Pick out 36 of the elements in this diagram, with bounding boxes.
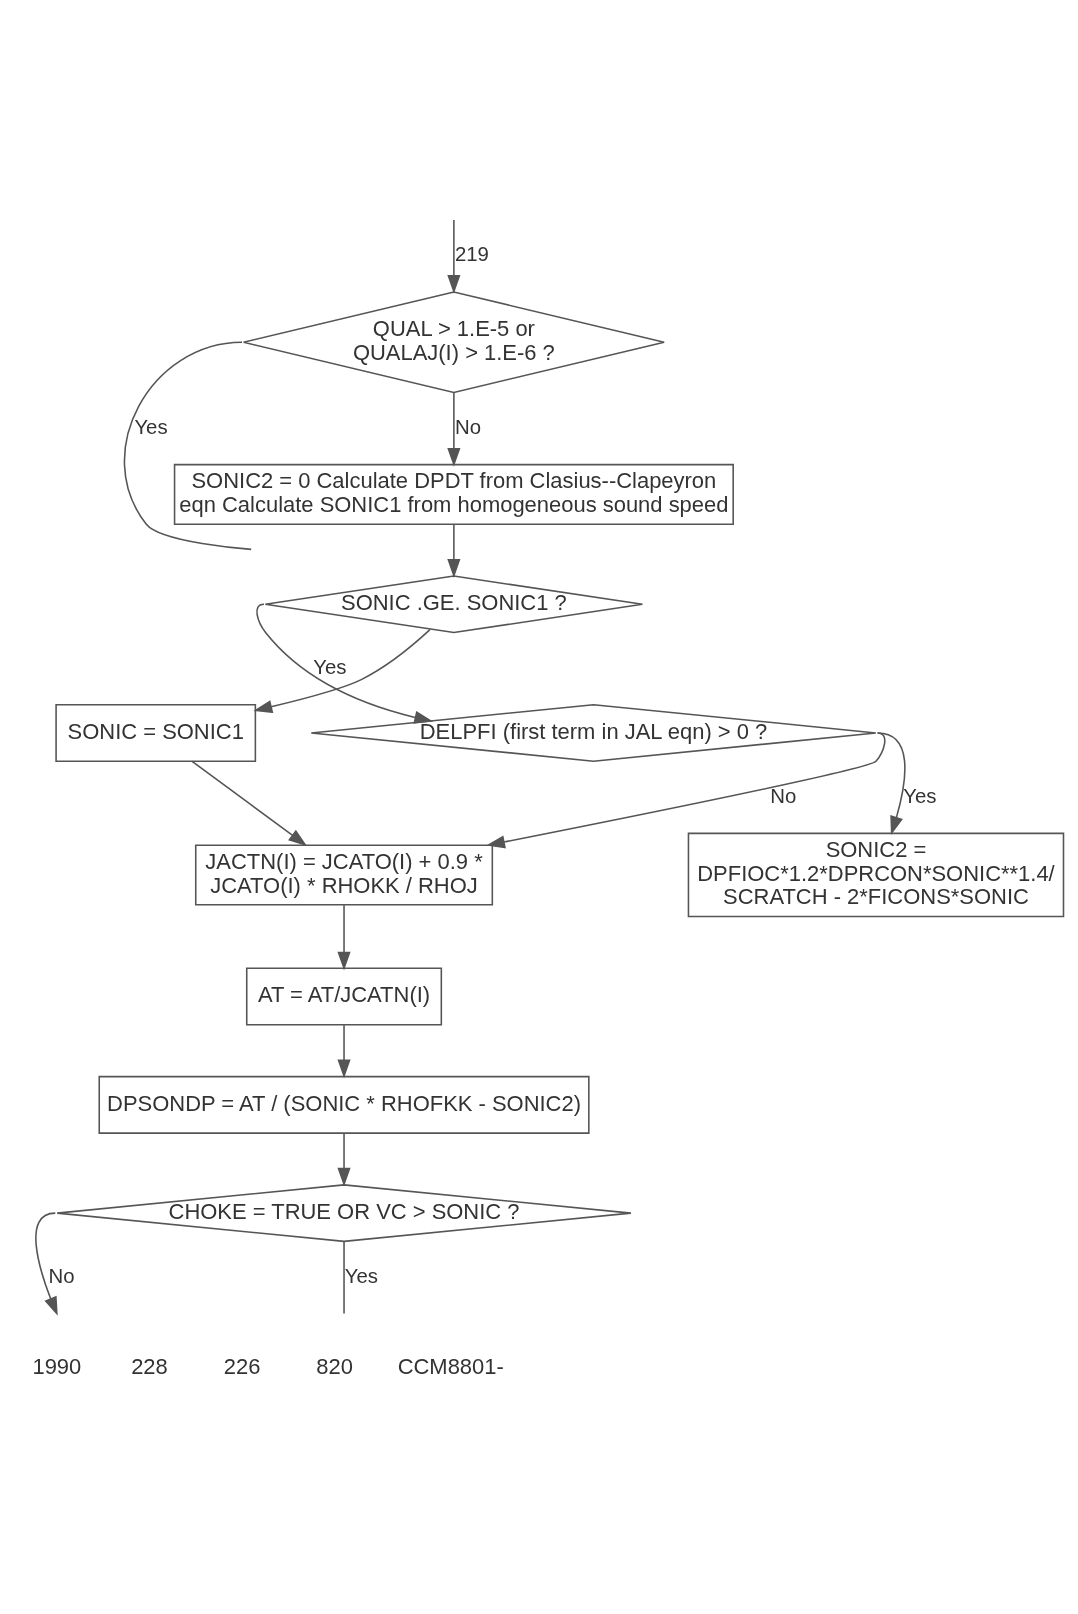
- arrow: [253, 628, 431, 713]
- edge-label: Yes: [344, 1264, 378, 1287]
- node-box: SONIC2 = 0 Calculate DPDT from Clasius--Clapeyron eqn Calculate SONIC1 from homogeneous sound speed: [173, 463, 734, 525]
- edge-label: Yes: [134, 415, 168, 438]
- node-diamond: CHOKE = TRUE OR VC > SONIC ?: [56, 1183, 632, 1242]
- arrow: [337, 903, 351, 971]
- node-box: AT = AT/JCATN(I): [245, 967, 443, 1026]
- arrow: [447, 218, 461, 294]
- arrow: [337, 1023, 351, 1078]
- label: 228: [131, 1353, 168, 1379]
- node-box: DPSONDP = AT / (SONIC * RHOFKK - SONIC2): [98, 1075, 590, 1134]
- arrow: [35, 1211, 58, 1316]
- node-diamond: QUAL > 1.E-5 or QUALAJ(I) > 1.E-6 ?: [242, 290, 665, 393]
- edge-label: No: [48, 1264, 75, 1287]
- edge-label: No: [770, 784, 797, 807]
- node-diamond: SONIC .GE. SONIC1 ?: [264, 574, 644, 633]
- arrow: [447, 523, 461, 578]
- connector: [123, 340, 252, 550]
- arrow: [191, 760, 308, 846]
- node-diamond: DELPFI (first term in JAL eqn) > 0 ?: [310, 703, 877, 762]
- node-box: SONIC = SONIC1: [55, 703, 257, 762]
- edge-label: Yes: [313, 655, 347, 678]
- node-box: JACTN(I) = JCATO(I) + 0.9 * JCATO(I) * RHOKK / RHOJ: [194, 843, 494, 906]
- arrow: [337, 1132, 351, 1187]
- label: 1990: [32, 1353, 82, 1379]
- arrow: [256, 603, 434, 724]
- label: 226: [223, 1353, 261, 1379]
- label: 820: [316, 1353, 353, 1379]
- edge-label: Yes: [903, 784, 937, 807]
- node-box: SONIC2 = DPFIOC*1.2*DPRCON*SONIC**1.4/ SCRATCH - 2*FICONS*SONIC: [687, 832, 1065, 917]
- edge-label: No: [454, 415, 482, 438]
- label: CCM8801-: [397, 1353, 504, 1379]
- connector: [343, 1240, 345, 1314]
- arrow: [486, 731, 886, 848]
- arrow: [447, 391, 461, 467]
- edge-label: 219: [454, 242, 489, 265]
